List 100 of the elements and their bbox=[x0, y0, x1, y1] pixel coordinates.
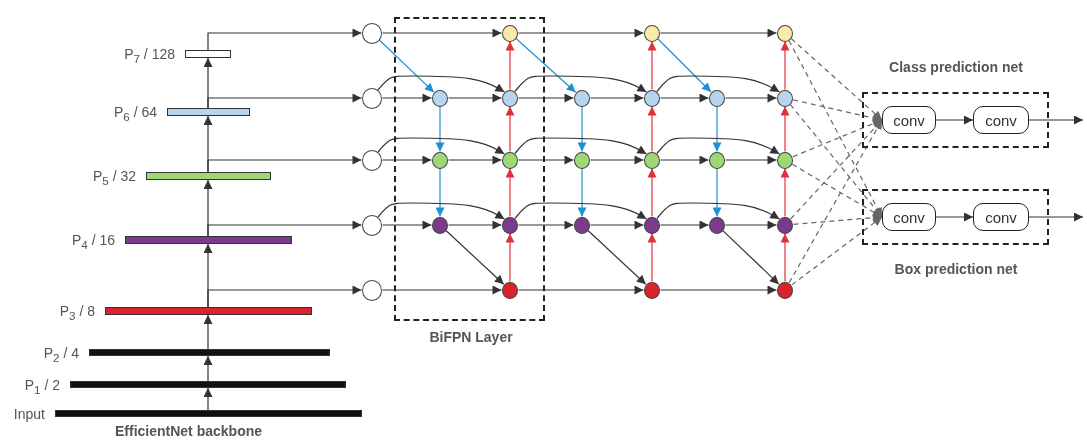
feature-node bbox=[362, 87, 382, 109]
dashed-arrow bbox=[791, 163, 883, 218]
feature-node bbox=[432, 151, 448, 169]
arrow bbox=[577, 167, 587, 218]
scale-label: Input bbox=[13, 405, 45, 422]
scale-label: P$_{6}$ / 64 bbox=[113, 104, 157, 125]
arrow bbox=[577, 105, 587, 153]
arrow bbox=[780, 105, 790, 153]
arrow bbox=[207, 220, 363, 237]
arrow bbox=[381, 155, 433, 165]
arrow bbox=[647, 167, 657, 218]
arrow bbox=[657, 38, 712, 93]
dashed-arrow bbox=[792, 99, 883, 123]
skip-connection-arrow bbox=[656, 137, 780, 155]
arrow bbox=[207, 28, 363, 51]
arrow bbox=[435, 105, 445, 153]
feature-node bbox=[502, 281, 518, 299]
arrow bbox=[381, 28, 503, 38]
arrow bbox=[447, 155, 503, 165]
scale-label: P$_{4}$ / 16 bbox=[71, 232, 115, 253]
arrow bbox=[203, 314, 213, 350]
feature-node bbox=[574, 216, 590, 234]
arrow bbox=[381, 93, 433, 103]
feature-node bbox=[777, 24, 793, 42]
feature-node bbox=[709, 216, 725, 234]
feature-node bbox=[777, 216, 793, 234]
arrow bbox=[381, 285, 503, 295]
feature-node bbox=[502, 151, 518, 169]
feature-node bbox=[644, 216, 660, 234]
feature-node bbox=[644, 24, 660, 42]
group-title: Box prediction net bbox=[893, 260, 1019, 278]
dashed-arrow bbox=[790, 38, 883, 121]
arrow bbox=[435, 167, 445, 218]
arrow bbox=[587, 230, 647, 285]
arrow bbox=[589, 155, 645, 165]
arrow bbox=[659, 28, 778, 38]
skip-connection-arrow bbox=[514, 75, 647, 93]
dashed-arrow bbox=[791, 216, 883, 286]
feature-node bbox=[777, 151, 793, 169]
scale-label: P$_{2}$ / 4 bbox=[43, 344, 79, 366]
feature-node bbox=[362, 22, 382, 44]
arrow bbox=[207, 285, 363, 308]
arrow bbox=[935, 212, 974, 222]
conv-block: conv bbox=[882, 203, 936, 231]
group-title: BiFPN Layer bbox=[428, 328, 514, 346]
skip-connection-arrow bbox=[377, 137, 505, 155]
feature-node bbox=[362, 149, 382, 171]
skip-connection-arrow bbox=[514, 202, 647, 220]
feature-node bbox=[777, 281, 793, 299]
arrow bbox=[1028, 115, 1084, 125]
arrow bbox=[647, 40, 657, 91]
arrow bbox=[447, 93, 503, 103]
arrow bbox=[659, 155, 710, 165]
arrow bbox=[447, 220, 503, 230]
feature-node bbox=[644, 89, 660, 107]
arrow bbox=[1028, 212, 1084, 222]
arrow bbox=[589, 220, 645, 230]
arrow bbox=[589, 93, 645, 103]
feature-node bbox=[574, 89, 590, 107]
arrow bbox=[517, 93, 575, 103]
arrow bbox=[780, 167, 790, 218]
arrow bbox=[780, 40, 790, 91]
arrow bbox=[207, 155, 363, 173]
arrow bbox=[724, 155, 778, 165]
arrow bbox=[935, 115, 974, 125]
feature-node bbox=[432, 89, 448, 107]
dashed-arrow bbox=[792, 213, 883, 225]
skip-connection-arrow bbox=[656, 75, 780, 93]
arrow bbox=[505, 232, 515, 283]
feature-node bbox=[709, 89, 725, 107]
arrow bbox=[517, 28, 645, 38]
arrow bbox=[647, 105, 657, 153]
arrow bbox=[207, 93, 363, 109]
skip-connection-arrow bbox=[514, 137, 647, 155]
arrow bbox=[659, 93, 710, 103]
arrow bbox=[517, 220, 575, 230]
feature-node bbox=[362, 214, 382, 236]
arrow bbox=[203, 387, 213, 411]
dashed-arrow bbox=[792, 119, 883, 158]
skip-connection-arrow bbox=[377, 75, 505, 93]
arrow bbox=[203, 355, 213, 382]
skip-connection-arrow bbox=[656, 202, 780, 220]
arrow bbox=[722, 230, 780, 285]
arrow bbox=[517, 285, 645, 295]
arrow bbox=[515, 38, 577, 93]
arrow bbox=[381, 220, 433, 230]
feature-node bbox=[644, 151, 660, 169]
arrow bbox=[712, 105, 722, 153]
scale-label: P$_{1}$ / 2 bbox=[24, 376, 60, 398]
arrow bbox=[659, 285, 778, 295]
conv-block: conv bbox=[973, 106, 1029, 134]
feature-node bbox=[502, 89, 518, 107]
conv-block: conv bbox=[882, 106, 936, 134]
scale-label: P$_{5}$ / 32 bbox=[92, 168, 136, 189]
arrow bbox=[505, 40, 515, 91]
arrow bbox=[780, 232, 790, 283]
arrow bbox=[659, 220, 710, 230]
arrow bbox=[724, 93, 778, 103]
arrow bbox=[379, 39, 435, 93]
feature-node bbox=[777, 89, 793, 107]
